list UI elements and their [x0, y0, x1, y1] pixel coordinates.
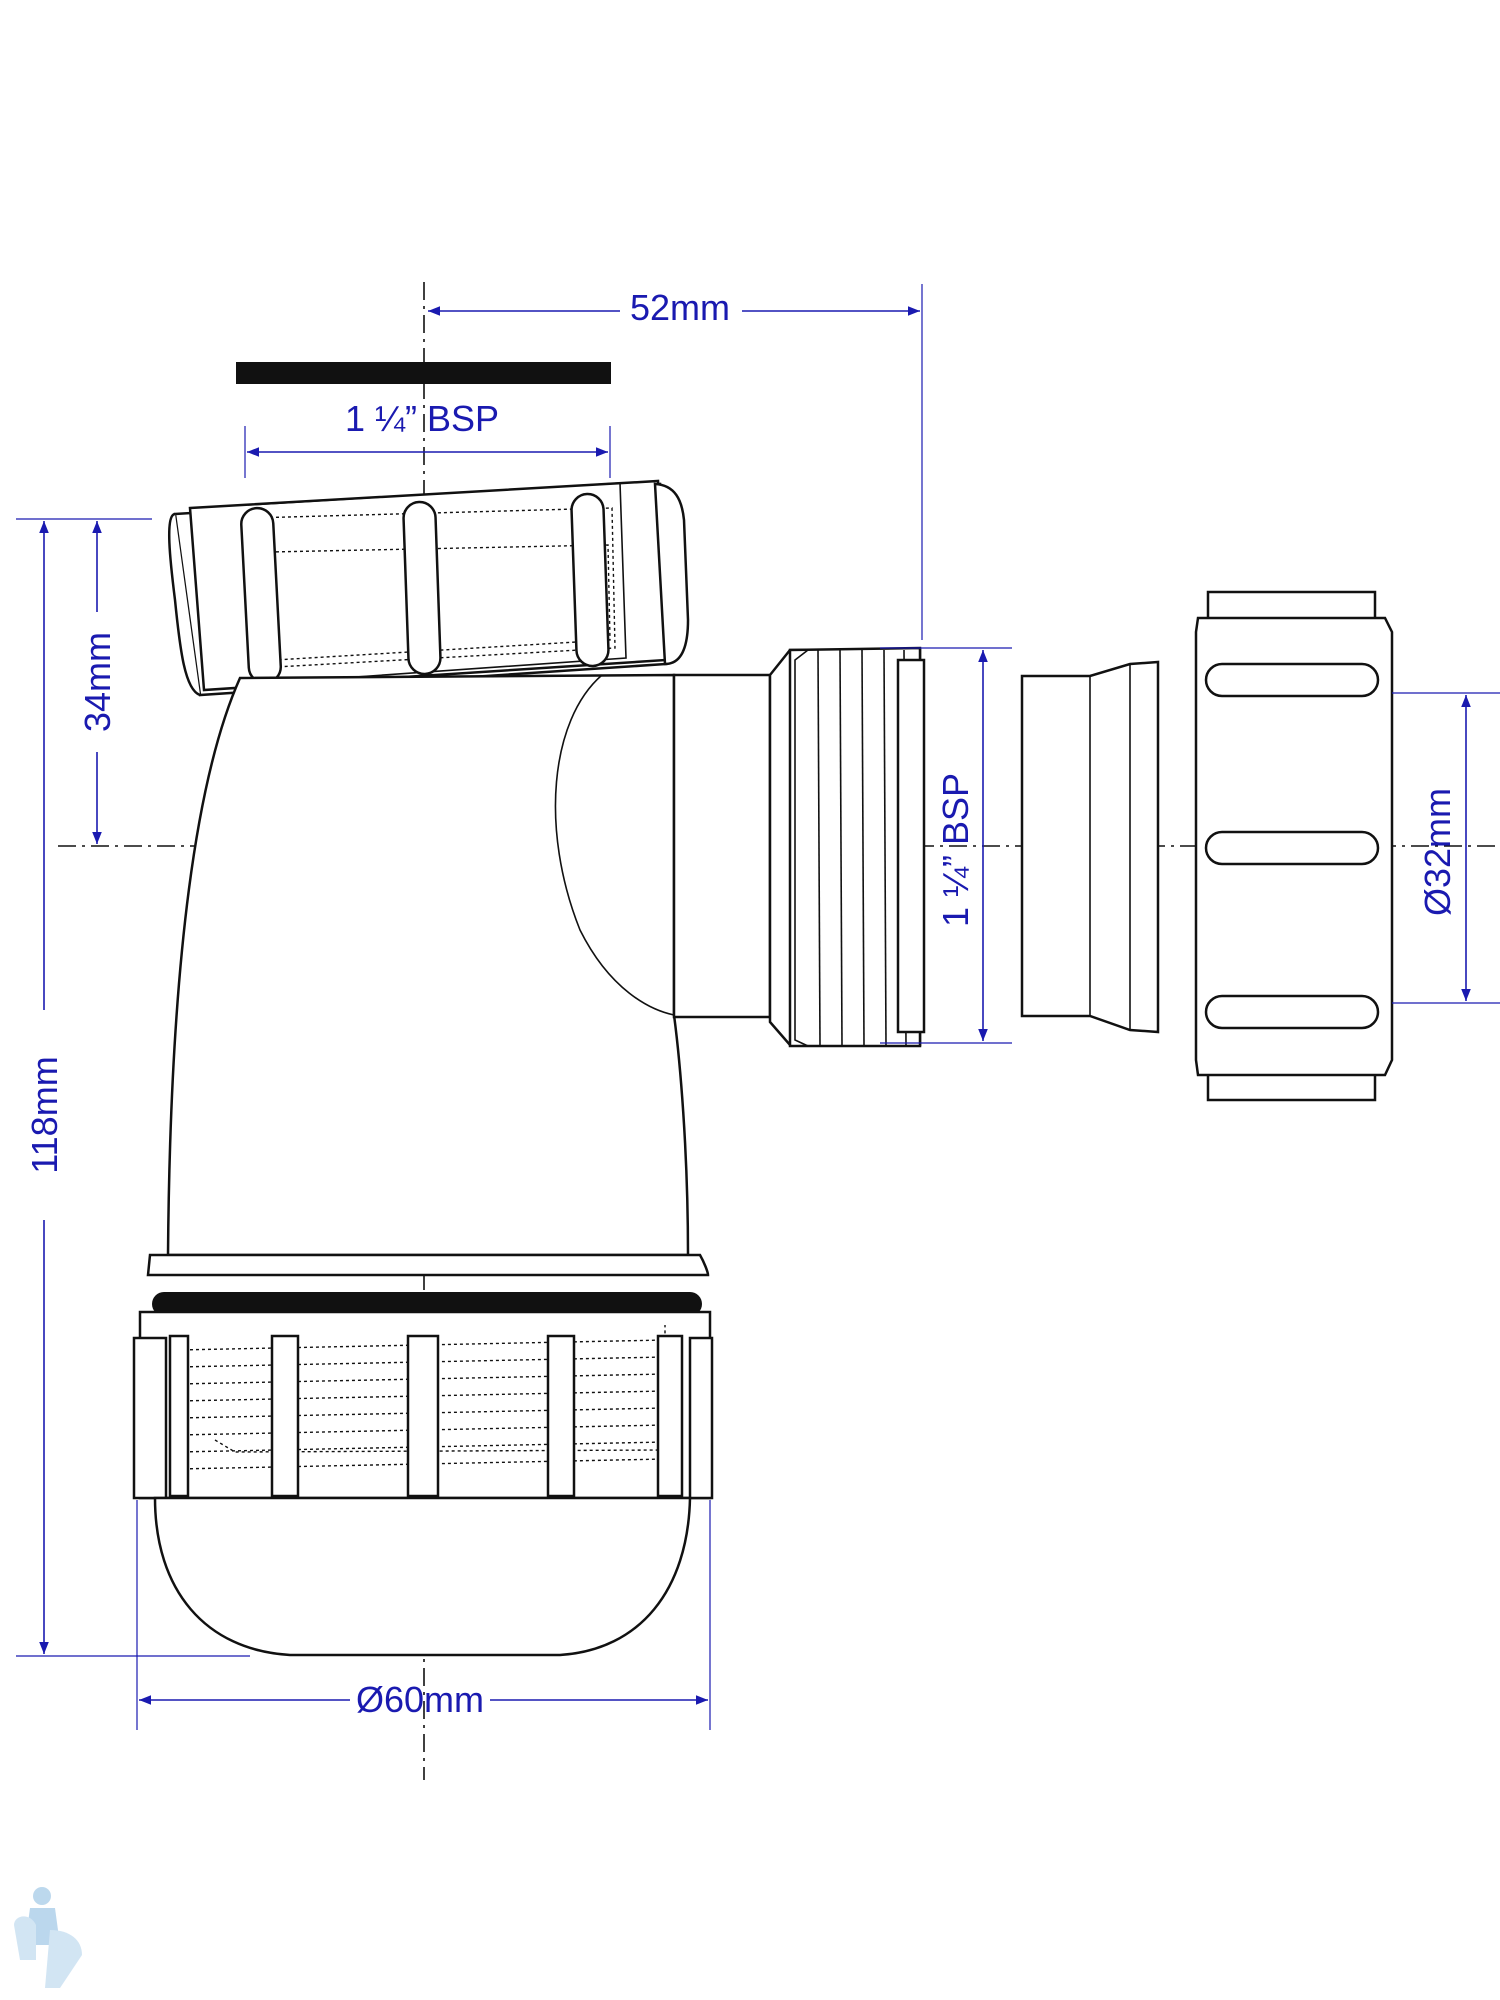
- dim-inlet-bsp: 1 ¼” BSP: [244, 398, 611, 478]
- label-118mm: 118mm: [24, 1056, 65, 1173]
- outlet-nut: [1194, 590, 1394, 1102]
- label-52mm: 52mm: [630, 287, 730, 328]
- dim-34mm: 34mm: [77, 518, 152, 844]
- inlet-bar: [236, 362, 611, 384]
- dim-outlet-bsp: 1 ¼” BSP: [880, 647, 1012, 1044]
- dim-118mm: 118mm: [16, 518, 250, 1657]
- dim-32mm: Ø32mm: [1392, 692, 1500, 1004]
- label-60mm: Ø60mm: [356, 1679, 484, 1720]
- outlet-thread: [768, 646, 926, 1048]
- trap-body: [146, 673, 772, 1316]
- label-34mm: 34mm: [77, 632, 118, 732]
- label-32mm: Ø32mm: [1417, 788, 1458, 916]
- bottom-cap: [132, 1310, 714, 1657]
- dim-52mm: 52mm: [428, 284, 923, 640]
- label-outlet-bsp: 1 ¼” BSP: [935, 773, 976, 927]
- seal-ring: [152, 1292, 702, 1316]
- label-inlet-bsp: 1 ¼” BSP: [345, 398, 499, 439]
- dim-60mm: Ø60mm: [136, 1500, 711, 1730]
- compression-cone: [1020, 660, 1160, 1034]
- plumber-logo-icon: [14, 1887, 82, 1988]
- top-nut: [167, 479, 690, 697]
